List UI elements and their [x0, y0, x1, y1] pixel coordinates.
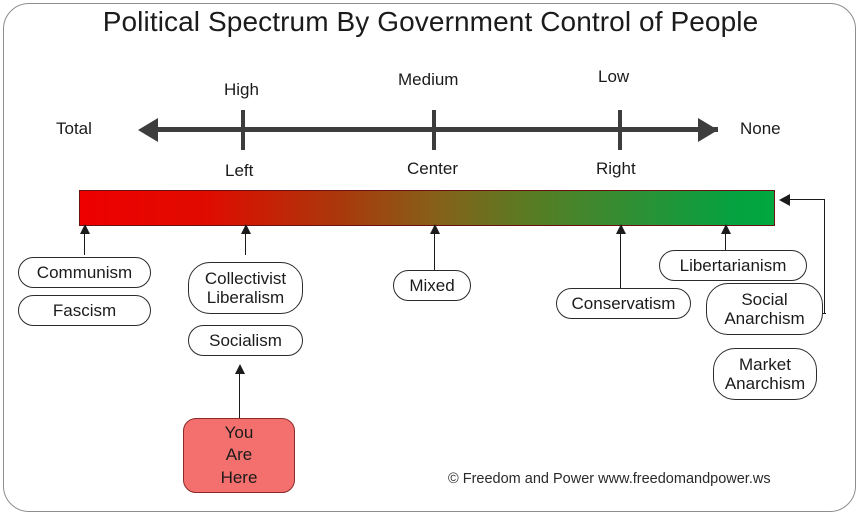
copyright-footer: © Freedom and Power www.freedomandpower.… — [448, 471, 771, 487]
label-social-anarchism[interactable]: Social Anarchism — [706, 283, 823, 335]
label-socialism[interactable]: Socialism — [188, 325, 303, 356]
pointer-arrow-communism — [78, 224, 92, 255]
label-mixed[interactable]: Mixed — [393, 270, 471, 301]
axis-end-label-none: None — [740, 119, 781, 138]
pointer-arrow-libertarianism — [719, 224, 733, 251]
axis-tick-below-right: Right — [596, 159, 636, 178]
elbow-connector-arrow-icon — [779, 194, 790, 206]
axis-tick-below-center: Center — [407, 159, 459, 178]
pointer-arrow-conservatism — [614, 224, 628, 288]
axis-arrow-left-icon — [138, 118, 158, 142]
elbow-connector-top — [790, 199, 825, 201]
you-are-here-line-1: You — [224, 422, 254, 442]
you-are-here-line-2: Are — [225, 445, 253, 465]
axis-tick-center — [432, 110, 436, 150]
pointer-arrow-collectivist-liberalism — [239, 224, 253, 255]
label-conservatism[interactable]: Conservatism — [556, 288, 691, 319]
page-title: Political Spectrum By Government Control… — [102, 6, 759, 37]
outer-border-frame — [3, 3, 856, 512]
axis-tick-above-high: High — [224, 80, 259, 99]
label-communism[interactable]: Communism — [18, 257, 151, 288]
elbow-connector-vertical — [824, 199, 826, 314]
label-market-anarchism[interactable]: Market Anarchism — [713, 348, 817, 400]
axis-tick-above-medium: Medium — [398, 70, 459, 89]
label-collectivist-liberalism[interactable]: Collectivist Liberalism — [188, 262, 303, 314]
pointer-arrow-mixed — [428, 224, 442, 270]
you-are-here-marker[interactable]: You Are Here — [183, 418, 295, 493]
axis-tick-above-low: Low — [598, 67, 630, 86]
axis-tick-right — [618, 110, 622, 150]
axis-end-label-total: Total — [56, 119, 92, 138]
axis-tick-below-left: Left — [225, 161, 254, 180]
label-fascism[interactable]: Fascism — [18, 295, 151, 326]
spectrum-gradient-bar — [79, 190, 775, 226]
you-are-here-line-3: Here — [220, 467, 258, 487]
axis-tick-left — [241, 110, 245, 150]
axis-arrow-right-icon — [698, 118, 718, 142]
label-libertarianism[interactable]: Libertarianism — [659, 250, 807, 281]
pointer-arrow-you-are-here — [233, 364, 247, 418]
